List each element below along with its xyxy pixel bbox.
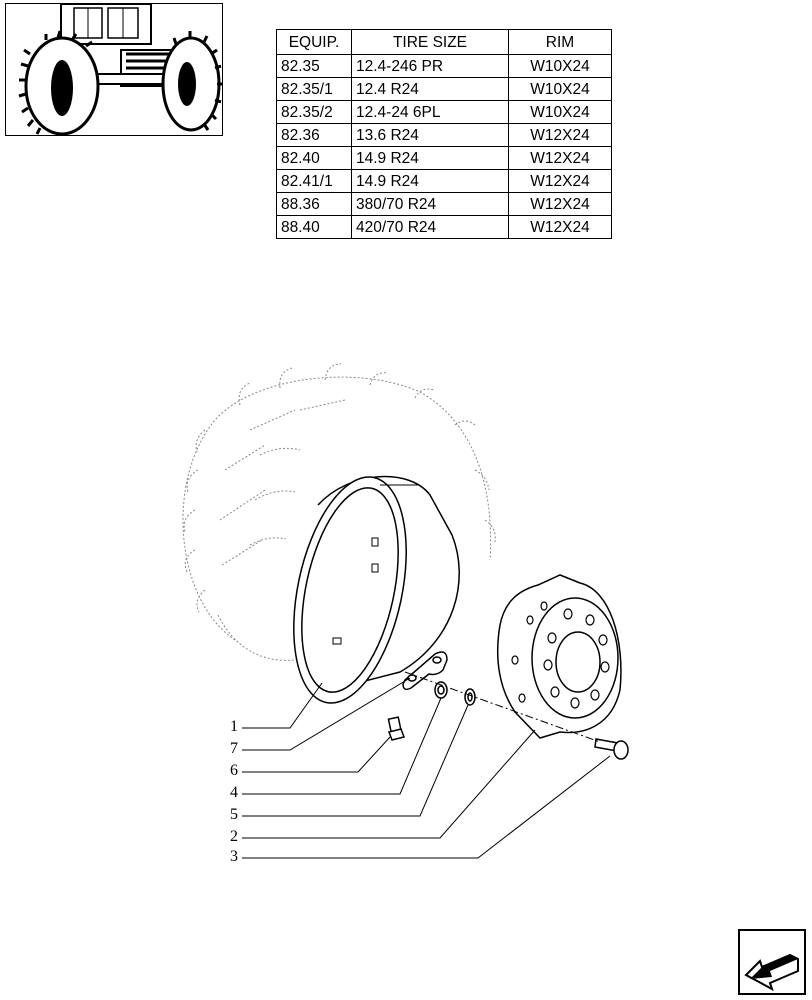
rim-cell: W12X24 [508,123,612,147]
table-row: 82.35 12.4-246 PR W10X24 [276,54,612,78]
disc-bolt-holes [511,601,610,709]
tire-outline [182,363,496,661]
back-nav-button[interactable] [738,929,806,995]
rim [293,475,460,704]
washer [464,688,476,706]
rim-cell: W12X24 [508,215,612,239]
tire-size-cell: 14.9 R24 [351,146,509,170]
rim-cell: W10X24 [508,54,612,78]
rim-cell: W10X24 [508,77,612,101]
table-row: 82.35/2 12.4-24 6PL W10X24 [276,100,612,124]
tractor-front-icon [18,4,222,135]
leader-lines [242,677,611,859]
callout-2: 2 [230,828,238,845]
tractor-thumbnail [5,3,223,136]
arrow-back-icon [744,953,799,992]
table-header-row: EQUIP. TIRE SIZE RIM [276,29,612,55]
equip-cell: 88.40 [276,215,352,239]
bolt-small [387,716,405,741]
tire-size-cell: 13.6 R24 [351,123,509,147]
equip-cell: 82.35/2 [276,100,352,124]
header-equip: EQUIP. [276,29,352,55]
rim-cell: W10X24 [508,100,612,124]
callout-3: 3 [230,848,238,865]
callout-1: 1 [230,718,238,735]
callout-5: 5 [230,806,238,823]
table-row: 88.36 380/70 R24 W12X24 [276,192,612,216]
bolt-long [594,738,629,760]
tire-size-cell: 12.4-24 6PL [351,100,509,124]
equip-cell: 82.35/1 [276,77,352,101]
rim-cell: W12X24 [508,146,612,170]
table-row: 82.40 14.9 R24 W12X24 [276,146,612,170]
callout-7: 7 [230,740,238,757]
table-row: 82.36 13.6 R24 W12X24 [276,123,612,147]
tire-size-table: EQUIP. TIRE SIZE RIM 82.35 12.4-246 PR W… [276,29,612,239]
tire-size-cell: 12.4-246 PR [351,54,509,78]
table-row: 82.41/1 14.9 R24 W12X24 [276,169,612,193]
rim-cell: W12X24 [508,169,612,193]
equip-cell: 88.36 [276,192,352,216]
tire-size-cell: 380/70 R24 [351,192,509,216]
rim-cell: W12X24 [508,192,612,216]
equip-cell: 82.36 [276,123,352,147]
header-rim: RIM [508,29,612,55]
wheel-exploded-diagram [182,363,629,859]
equip-cell: 82.40 [276,146,352,170]
callout-6: 6 [230,762,238,779]
header-tire-size: TIRE SIZE [351,29,509,55]
equip-cell: 82.35 [276,54,352,78]
callout-4: 4 [230,784,238,801]
clamp [402,651,448,691]
equip-cell: 82.41/1 [276,169,352,193]
tire-size-cell: 420/70 R24 [351,215,509,239]
table-row: 88.40 420/70 R24 W12X24 [276,215,612,239]
table-row: 82.35/1 12.4 R24 W10X24 [276,77,612,101]
tire-size-cell: 14.9 R24 [351,169,509,193]
tire-size-cell: 12.4 R24 [351,77,509,101]
